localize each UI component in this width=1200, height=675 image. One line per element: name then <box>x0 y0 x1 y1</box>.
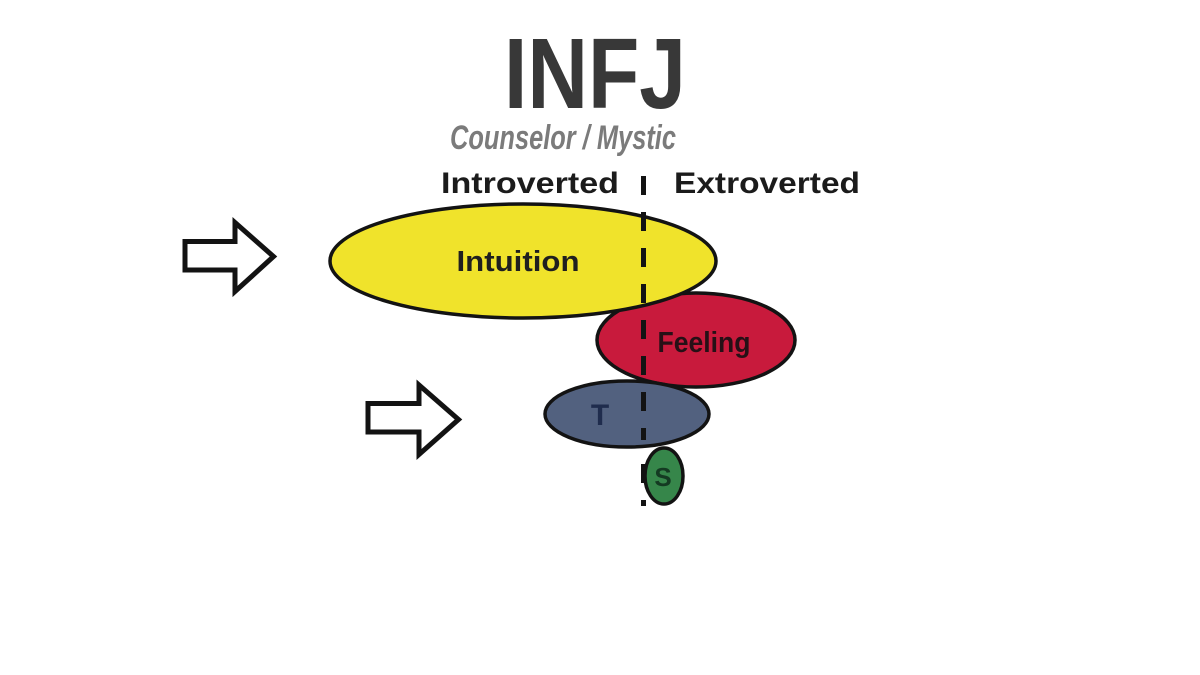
introverted-label: Introverted <box>441 167 619 200</box>
sensing-ellipse <box>643 446 685 506</box>
extroverted-label: Extroverted <box>674 167 860 200</box>
page-title: INFJ <box>504 18 686 130</box>
intuition-label: Intuition <box>457 246 580 278</box>
page-subtitle: Counselor / Mystic <box>450 119 676 157</box>
sensing-label: S <box>654 462 671 492</box>
feeling-label: Feeling <box>658 327 751 359</box>
right-arrow-icon <box>365 379 463 461</box>
thinking-ellipse <box>543 379 711 449</box>
intuition-ellipse <box>328 202 718 320</box>
feeling-ellipse <box>595 291 797 389</box>
right-arrow-icon <box>182 216 278 298</box>
thinking-label: T <box>591 399 609 432</box>
